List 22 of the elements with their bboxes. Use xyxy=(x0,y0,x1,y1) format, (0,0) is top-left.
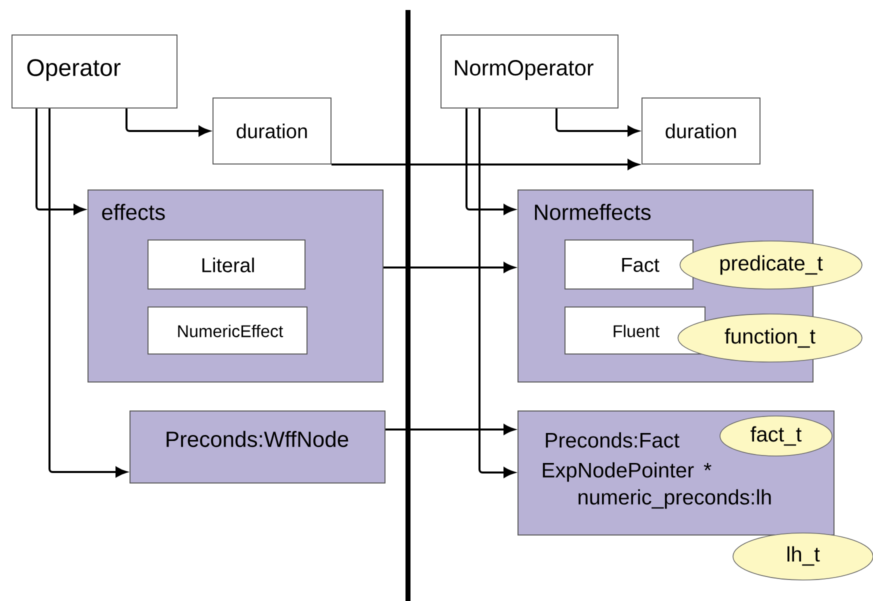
class-box: NumericEffect xyxy=(148,306,308,354)
arrow xyxy=(386,424,515,435)
type-oval: lh_t xyxy=(732,532,873,580)
arrow xyxy=(332,159,639,170)
struct-box: Preconds:WffNode xyxy=(130,410,386,484)
type-oval: function_t xyxy=(678,314,862,362)
class-box: Operator xyxy=(12,34,178,108)
class-box: Fluent xyxy=(564,306,706,354)
class-box: Literal xyxy=(148,240,306,290)
arrow xyxy=(478,108,515,478)
type-oval: predicate_t xyxy=(680,240,862,290)
arrow xyxy=(556,108,639,136)
arrow xyxy=(466,108,515,215)
arrow xyxy=(126,108,210,136)
class-box: duration xyxy=(642,98,760,164)
class-box: NormOperator xyxy=(440,34,618,108)
arrow xyxy=(36,108,85,215)
arrow xyxy=(384,262,515,273)
arrow xyxy=(48,108,127,478)
type-oval: fact_t xyxy=(720,416,832,456)
class-box: Fact xyxy=(564,240,694,290)
class-box: duration xyxy=(212,98,332,164)
